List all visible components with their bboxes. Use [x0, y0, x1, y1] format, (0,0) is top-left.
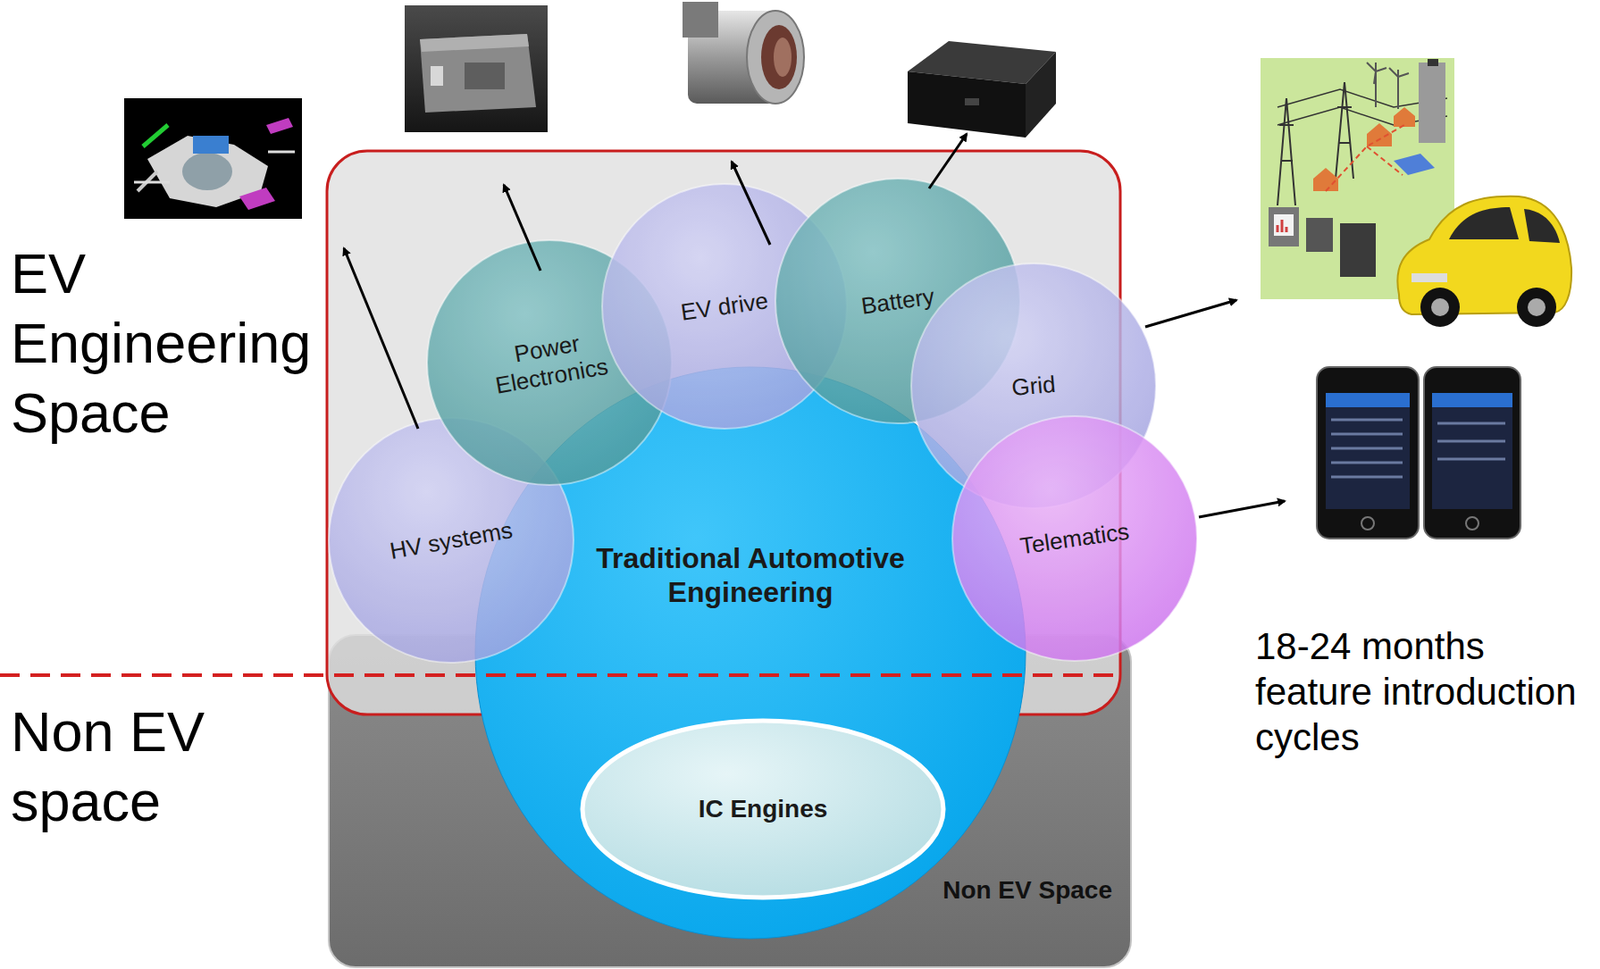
smartphones [1316, 367, 1419, 539]
smart-grid-picture [1306, 217, 1333, 252]
power-electronics-unit [404, 5, 548, 133]
region-heading: Non EV space [10, 696, 324, 837]
smartphones [1361, 517, 1374, 530]
component-circle: Telematics [952, 416, 1198, 662]
smart-grid-picture [1340, 223, 1376, 277]
smart-grid-picture [1325, 125, 1405, 192]
smart-grid-picture [1393, 107, 1416, 127]
power-electronics-unit [419, 33, 529, 52]
smart-grid-picture [1277, 219, 1287, 233]
region-label: Non EV Space [879, 875, 1113, 906]
battery-pack [964, 98, 980, 106]
smart-grid-picture [1277, 98, 1296, 206]
power-electronics-unit [419, 33, 537, 113]
mechanical-drawing [192, 135, 229, 154]
region-heading: EV Engineering Space [10, 238, 324, 448]
smartphones [1424, 367, 1521, 539]
smart-grid-picture [1418, 62, 1446, 143]
engine-label: IC Engines [628, 794, 897, 825]
electric-car [1527, 298, 1546, 317]
electric-car [1420, 287, 1460, 327]
mechanical-drawing [124, 98, 302, 219]
leader-arrow [731, 161, 771, 245]
mechanical-drawing [239, 187, 276, 210]
leader-arrow [343, 248, 419, 429]
electric-car [1411, 273, 1448, 283]
engine-ellipse-shape [582, 720, 944, 898]
electric-car [1524, 209, 1560, 243]
leader-arrow [503, 184, 541, 271]
smartphones [1432, 393, 1513, 408]
electric-car [1449, 207, 1519, 240]
mechanical-drawing [142, 125, 168, 147]
battery-pack [907, 71, 1026, 138]
component-circle-shape [952, 416, 1198, 662]
smartphones [1437, 423, 1506, 460]
smartphones [1325, 393, 1410, 510]
mechanical-drawing [124, 98, 302, 219]
electric-car [1516, 287, 1557, 327]
mechanical-drawing [266, 117, 294, 135]
smart-grid-picture [1313, 167, 1339, 192]
core-label: Traditional Automotive Engineering [580, 541, 921, 610]
electric-motor [773, 37, 792, 77]
leader-arrow [929, 134, 967, 189]
mechanical-drawing [134, 151, 295, 183]
electric-motor [761, 25, 797, 90]
battery-pack [907, 41, 1056, 138]
smart-grid-picture [1393, 153, 1435, 176]
annotation-note: 18-24 months feature introduction cycles [1255, 623, 1591, 761]
power-electronics-unit [404, 5, 548, 133]
smart-grid-picture [1268, 207, 1299, 247]
space-divider [0, 673, 1123, 678]
smartphones [1316, 367, 1521, 539]
electric-motor [682, 1, 805, 104]
smartphones [1465, 517, 1479, 530]
leader-arrow [343, 134, 1285, 518]
battery-pack [1025, 51, 1056, 138]
leader-arrow [1145, 300, 1237, 327]
smartphones [1325, 393, 1410, 408]
smart-grid-picture [1366, 62, 1387, 108]
electric-car [1431, 298, 1450, 317]
smartphones [1331, 419, 1403, 478]
power-electronics-unit [464, 62, 505, 90]
mechanical-drawing [182, 152, 233, 191]
electric-motor [746, 10, 805, 104]
electric-motor [682, 1, 719, 38]
leader-arrow [1198, 501, 1285, 518]
smartphones [1432, 393, 1513, 510]
electric-car [1397, 196, 1572, 327]
power-electronics-unit [430, 66, 444, 86]
engine-ellipse: IC Engines [582, 720, 944, 898]
smart-grid-picture [1273, 214, 1294, 236]
smart-grid-picture [1427, 58, 1439, 67]
smart-grid-picture [1389, 67, 1409, 109]
